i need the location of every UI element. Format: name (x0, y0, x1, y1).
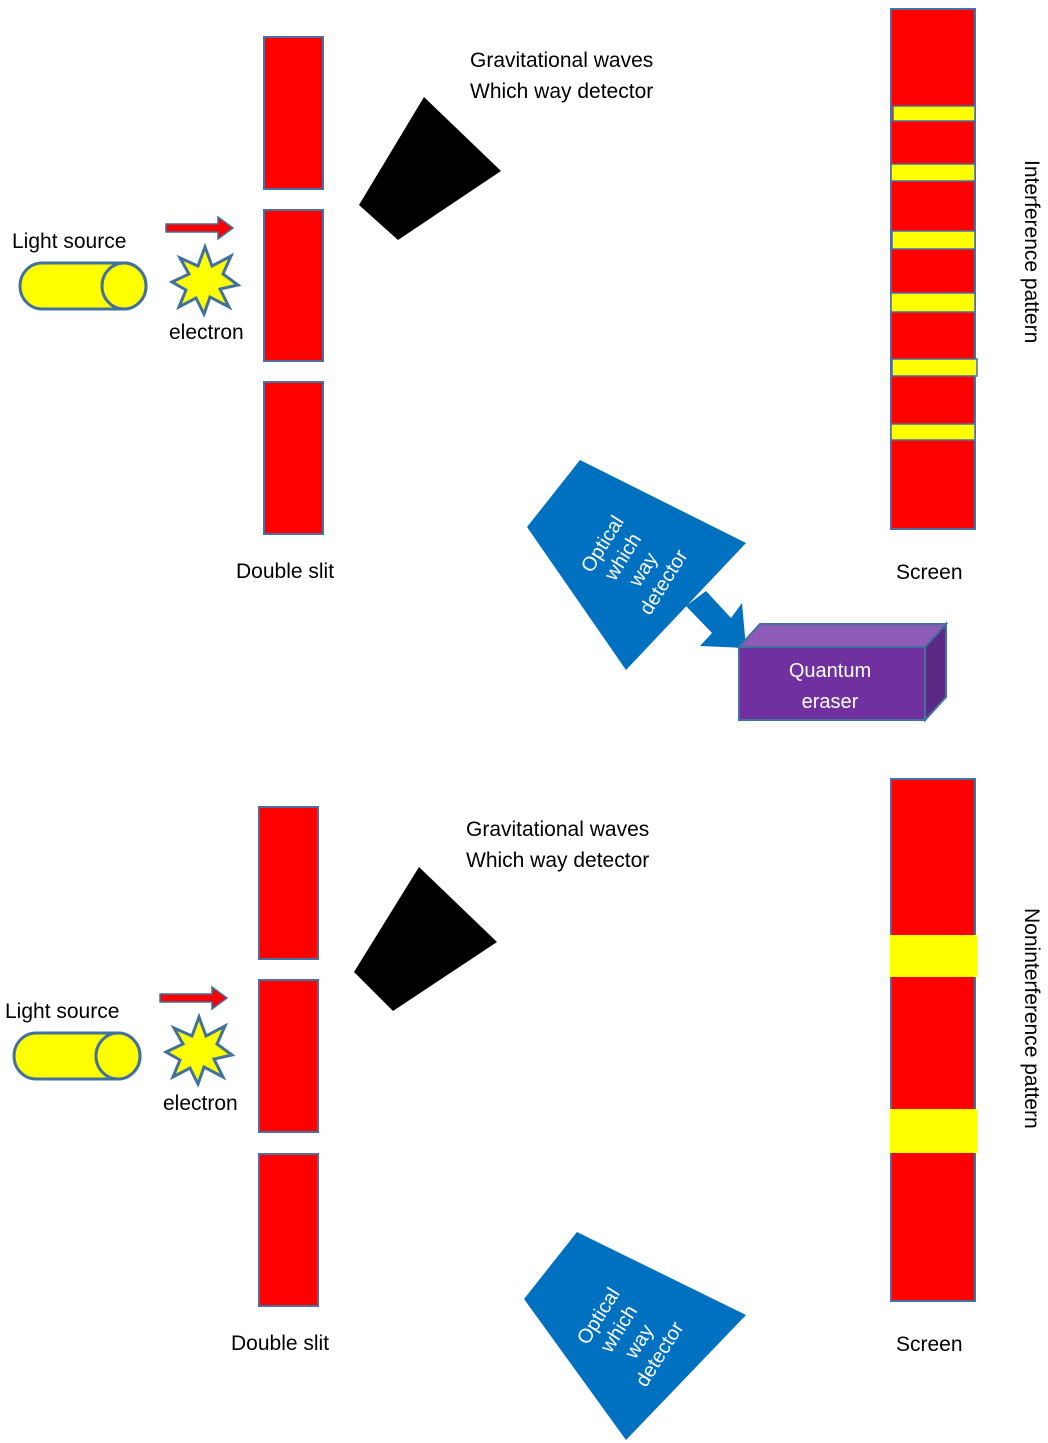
top-panel: Light source electron Double slit Gravit… (12, 8, 1043, 723)
slit-barrier-upper (263, 36, 324, 190)
grav-detector-bottom: Gravitational waves Which way detector (354, 818, 649, 1011)
interference-band (892, 105, 976, 122)
slit-barrier-upper (258, 806, 319, 960)
right-arrow-icon (159, 985, 229, 1011)
grav-label-line1: Gravitational waves (466, 818, 649, 841)
electron-top: electron (168, 242, 244, 344)
screen-label: Screen (896, 561, 963, 584)
electron-label: electron (163, 1092, 238, 1115)
optical-detector-shape (524, 1232, 746, 1440)
screen-panel (890, 8, 976, 530)
noninterference-band (890, 935, 977, 977)
interference-band (891, 230, 976, 250)
grav-label-line2: Which way detector (470, 80, 653, 103)
right-arrow-icon (165, 215, 235, 241)
interference-band (890, 423, 976, 441)
double-slit-bottom: Double slit (231, 806, 329, 1355)
slit-barrier-middle (263, 209, 324, 362)
pattern-label: Noninterference pattern (1020, 908, 1043, 1129)
slit-barrier-lower (263, 381, 324, 535)
optical-detector-top: Optical which way detector (527, 460, 746, 670)
screen-label: Screen (896, 1333, 963, 1356)
interference-band (890, 163, 976, 182)
double-slit-top: Double slit (236, 36, 334, 583)
slit-label: Double slit (236, 560, 334, 583)
screen-top: Screen (890, 8, 978, 584)
quantum-eraser: Quantum eraser (736, 621, 949, 723)
grav-detector-shape (359, 97, 501, 240)
electron-label: electron (169, 321, 244, 344)
cylinder-icon (12, 1031, 142, 1081)
slit-barrier-middle (258, 979, 319, 1133)
electron-bottom: electron (162, 1012, 238, 1115)
slit-label: Double slit (231, 1332, 329, 1355)
grav-label-line2: Which way detector (466, 849, 649, 872)
light-source-top: Light source (12, 230, 148, 311)
down-right-arrow-icon (686, 591, 746, 648)
interference-band (891, 358, 978, 377)
grav-detector-shape (354, 867, 497, 1011)
screen-panel (890, 778, 976, 1302)
slit-barrier-lower (258, 1153, 319, 1307)
eraser-label-line1: Quantum (789, 660, 871, 682)
interference-band (890, 292, 976, 313)
light-source-label: Light source (5, 1000, 119, 1023)
bottom-panel: Light source electron Double slit Gravit… (5, 778, 1043, 1440)
screen-bottom: Screen (890, 778, 977, 1356)
pattern-label: Interference pattern (1020, 160, 1043, 343)
light-source-label: Light source (12, 230, 126, 253)
grav-label-line1: Gravitational waves (470, 49, 653, 72)
burst-star-icon (168, 242, 242, 318)
optical-detector-bottom: Optical which way detector (524, 1232, 746, 1440)
eraser-label-line2: eraser (802, 691, 859, 713)
burst-star-icon (162, 1012, 236, 1088)
cylinder-icon (18, 261, 148, 311)
grav-detector-top: Gravitational waves Which way detector (359, 49, 653, 240)
noninterference-band (890, 1109, 977, 1153)
light-source-bottom: Light source (5, 1000, 142, 1081)
optical-detector-shape (527, 460, 746, 670)
